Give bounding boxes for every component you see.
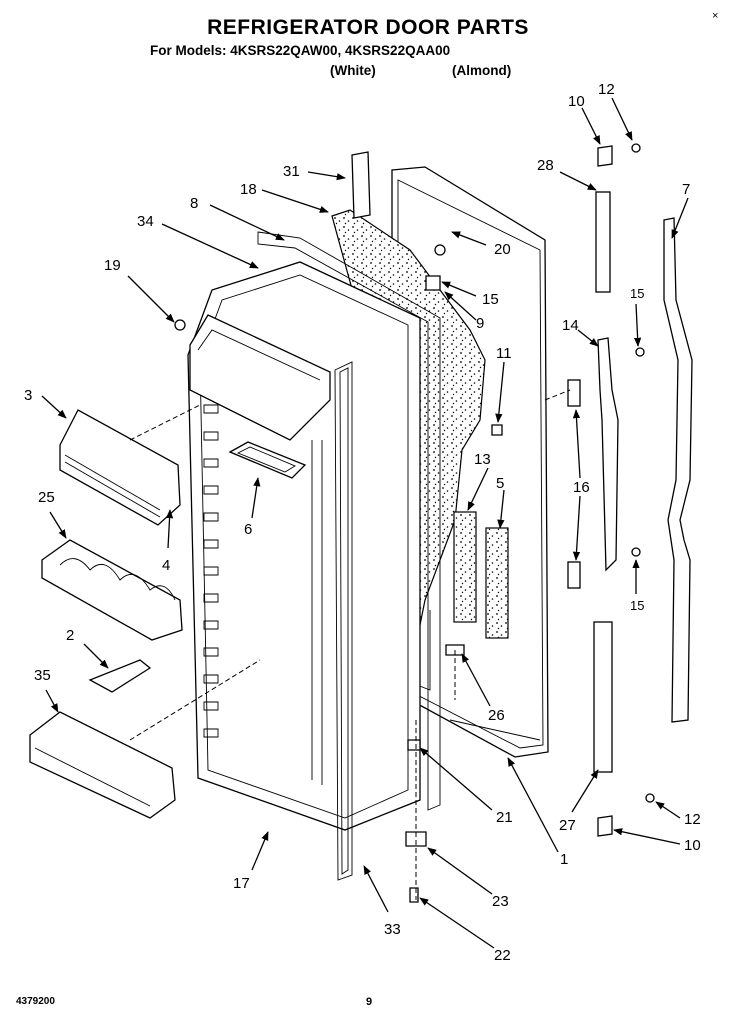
callout-22: 22 — [494, 947, 511, 964]
callout-2: 2 — [66, 627, 74, 644]
variant-almond: (Almond) — [452, 63, 512, 78]
shelf-clip — [88, 659, 152, 693]
hinge-bracket-upper — [595, 145, 613, 293]
callout-6: 6 — [244, 521, 252, 538]
callout-13: 13 — [474, 451, 491, 468]
callout-10b: 10 — [684, 837, 701, 854]
callout-16: 16 — [573, 479, 590, 496]
callout-20: 20 — [494, 241, 511, 258]
variant-white: (White) — [330, 63, 376, 78]
callout-21: 21 — [496, 809, 513, 826]
callout-27: 27 — [559, 817, 576, 834]
egg-tray — [41, 539, 183, 641]
callout-labels: 31 18 8 34 19 3 4 6 25 2 35 17 33 20 15 … — [24, 81, 701, 964]
callout-34: 34 — [137, 213, 154, 230]
callout-11: 11 — [496, 345, 512, 362]
leader-arrows — [41, 97, 689, 949]
hinge-bracket-lower — [593, 621, 613, 837]
callout-17: 17 — [233, 875, 250, 892]
callout-25: 25 — [38, 489, 55, 506]
page-number: 9 — [366, 996, 373, 1008]
model-numbers: For Models: 4KSRS22QAW00, 4KSRS22QAA00 — [150, 43, 451, 58]
callout-8: 8 — [190, 195, 198, 212]
callout-26: 26 — [488, 707, 505, 724]
page-title: REFRIGERATOR DOOR PARTS — [207, 16, 529, 39]
hinge-link-arm — [567, 337, 619, 589]
callout-5: 5 — [496, 475, 504, 492]
callout-35: 35 — [34, 667, 51, 684]
callout-9: 9 — [476, 315, 484, 332]
callout-1: 1 — [560, 851, 568, 868]
callout-15a: 15 — [482, 291, 499, 308]
callout-3: 3 — [24, 387, 32, 404]
door-gasket — [334, 361, 353, 881]
door-bin — [29, 711, 176, 819]
callout-23: 23 — [492, 893, 509, 910]
assembly-lines — [129, 389, 571, 900]
callout-18: 18 — [240, 181, 257, 198]
callout-7: 7 — [682, 181, 690, 198]
callout-12a: 12 — [598, 81, 615, 98]
inner-door-liner — [187, 261, 421, 831]
document-number: 4379200 — [16, 996, 55, 1007]
callout-10a: 10 — [568, 93, 585, 110]
callout-14: 14 — [562, 317, 579, 334]
corner-mark: × — [712, 10, 719, 22]
callout-19: 19 — [104, 257, 121, 274]
callout-15c: 15 — [630, 598, 644, 613]
filter-pad-13 — [453, 511, 477, 623]
filter-pad-5 — [485, 527, 509, 639]
door-frame — [257, 231, 441, 811]
duct-strip — [351, 151, 371, 219]
callout-33: 33 — [384, 921, 401, 938]
callout-31: 31 — [283, 163, 300, 180]
dispenser-cover — [59, 409, 181, 526]
callout-4: 4 — [162, 557, 170, 574]
callout-12b: 12 — [684, 811, 701, 828]
callout-28: 28 — [537, 157, 554, 174]
small-tray — [228, 441, 307, 479]
door-handle-trim — [663, 217, 693, 723]
callout-15b: 15 — [630, 286, 644, 301]
